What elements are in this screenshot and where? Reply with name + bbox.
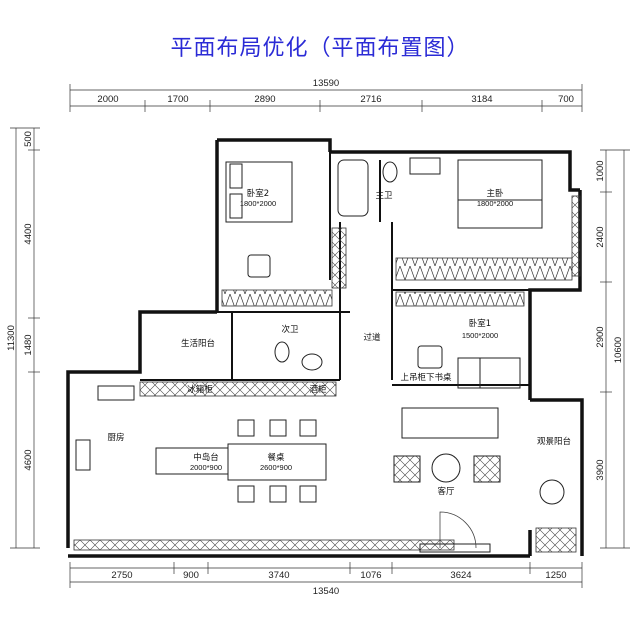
page-title: 平面布局优化（平面布置图） [170, 36, 470, 61]
dim-top-3: 2890 [254, 94, 275, 105]
dim-bottom-5: 3624 [450, 570, 471, 581]
label-dining: 餐桌 [267, 452, 285, 463]
dim-bottom-total: 13540 [313, 586, 339, 597]
dim-bottom-2: 900 [183, 570, 199, 581]
label-dining-size: 2600*900 [260, 463, 292, 472]
dim-right-2: 2400 [595, 226, 606, 247]
label-master-bedroom-size: 1800*2000 [477, 199, 513, 208]
cabinet-fridge-row [139, 381, 337, 397]
dim-right-3: 2900 [595, 326, 606, 347]
label-master-bath: 主卫 [375, 190, 393, 201]
label-island: 中岛台 [193, 452, 219, 463]
coffee-table [431, 453, 461, 483]
dim-top-6: 700 [558, 94, 574, 105]
dim-bottom-6: 1250 [545, 570, 566, 581]
cabinet-right-master [571, 195, 581, 277]
bed-bedroom2 [225, 161, 293, 223]
left-dimensions [10, 127, 40, 549]
label-corridor: 过道 [363, 332, 381, 343]
sink-second [301, 353, 323, 371]
dim-bottom-1: 2750 [111, 570, 132, 581]
wardrobe-bedroom1 [395, 291, 525, 307]
right-dimensions [600, 149, 630, 549]
label-bedroom1-size: 1500*2000 [462, 331, 498, 340]
living-chair-right [473, 455, 501, 483]
toilet-second [274, 341, 290, 363]
dim-top-1: 2000 [97, 94, 118, 105]
bathtub [337, 159, 369, 217]
dim-right-total: 10600 [613, 337, 624, 363]
label-second-bath: 次卫 [281, 324, 299, 335]
label-bedroom2: 卧室2 [247, 188, 269, 199]
cabinet-view-balcony [535, 527, 577, 553]
toilet-master [382, 161, 398, 183]
dim-right-1: 1000 [595, 160, 606, 181]
dim-left-1: 500 [23, 131, 34, 147]
dim-left-total: 11300 [6, 325, 17, 351]
chair-view-balcony [539, 479, 565, 505]
label-living: 客厅 [437, 486, 455, 497]
dim-left-4: 4600 [23, 449, 34, 470]
label-fridge-cabinet: 冰箱柜 [187, 384, 213, 395]
kitchen-stove [75, 439, 91, 471]
dim-bottom-3: 3740 [268, 570, 289, 581]
label-kitchen: 厨房 [107, 432, 124, 443]
label-bedroom1: 卧室1 [469, 318, 491, 329]
dining-table [227, 443, 327, 481]
dim-top-5: 3184 [471, 94, 492, 105]
living-chair-left [393, 455, 421, 483]
sofa [401, 407, 499, 439]
armchair-bedroom2 [247, 254, 271, 278]
label-service-balcony: 生活阳台 [181, 338, 215, 349]
door-swing-living [439, 511, 477, 549]
label-island-size: 2000*900 [190, 463, 222, 472]
dim-top-2: 1700 [167, 94, 188, 105]
walls [66, 138, 584, 558]
wardrobe-bedroom2 [221, 289, 333, 307]
dim-left-2: 4400 [23, 223, 34, 244]
dim-top-total: 13590 [313, 78, 339, 89]
label-master-bedroom: 主卧 [486, 188, 504, 199]
bottom-dimensions [69, 562, 583, 588]
dim-top-4: 2716 [360, 94, 381, 105]
bed-master [457, 159, 543, 229]
dining-chairs [237, 419, 317, 503]
sink-master [409, 157, 441, 175]
label-desk: 上吊柜下书桌 [400, 372, 452, 383]
bed-bedroom1 [457, 357, 521, 389]
cabinet-corridor [331, 227, 347, 289]
tv-cabinet [419, 543, 491, 553]
label-bedroom2-size: 1800*2000 [240, 199, 276, 208]
wardrobe-master [395, 257, 573, 281]
cabinet-kitchen-bottom [73, 539, 455, 551]
label-view-balcony: 观景阳台 [537, 436, 571, 447]
kitchen-sink [97, 385, 135, 401]
armchair-bedroom1 [417, 345, 443, 369]
dim-bottom-4: 1076 [360, 570, 381, 581]
dim-left-3: 1480 [23, 334, 34, 355]
top-dimensions [69, 84, 583, 112]
dim-right-4: 3900 [595, 459, 606, 480]
label-wine-cabinet: 酒柜 [309, 384, 327, 395]
